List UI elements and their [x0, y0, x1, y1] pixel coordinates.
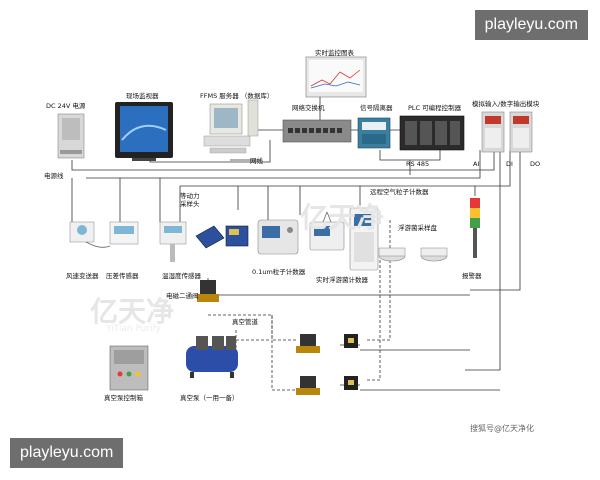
brand-ghost-sub-1: YiTian Purify — [106, 324, 161, 334]
label-temp: 温湿度传感器 — [162, 272, 201, 280]
label-power-line: 电源线 — [44, 172, 64, 180]
label-plc: PLC 可编程控制器 — [408, 104, 462, 112]
label-ai: AI — [473, 160, 480, 168]
label-monitor: 现场监视器 — [126, 92, 159, 100]
label-do: DO — [530, 160, 541, 168]
ffms-server — [203, 99, 259, 154]
label-plate: 浮游菌采样盘 — [398, 224, 437, 232]
label-dc24: DC 24V 电源 — [46, 102, 86, 110]
label-ffms: FFMS 服务器 （数据库） — [200, 92, 274, 100]
small-sensor — [225, 225, 249, 247]
vacuum-pump — [186, 336, 238, 378]
label-chart: 实时监控图表 — [315, 49, 354, 57]
label-vpump: 真空泵（一用一备） — [180, 394, 239, 402]
field-monitor — [115, 102, 173, 161]
plankton-counter — [349, 207, 379, 271]
plc-controller — [399, 115, 465, 151]
dc-power-supply — [57, 113, 85, 159]
site-watermark-bottom: playleyu.com — [10, 438, 124, 468]
label-particle: 0.1um粒子计数器 — [252, 268, 306, 276]
brand-ghost-1: 亿天净 — [90, 295, 175, 328]
signal-lines — [71, 95, 521, 391]
label-plankton: 实时浮游菌计数器 — [316, 276, 368, 284]
vacuum-control-box — [109, 345, 149, 391]
brand-ghost-2: 亿天净 — [300, 201, 385, 234]
label-pressure: 压差传感器 — [106, 272, 139, 280]
network-switch — [282, 119, 352, 143]
solenoid-valve-top — [197, 280, 219, 302]
temp-humidity-sensor — [159, 221, 187, 262]
realtime-chart-screen — [305, 56, 367, 98]
io-modules — [481, 111, 533, 153]
label-rs485: RS 485 — [406, 160, 430, 168]
label-alarm: 报警器 — [462, 272, 482, 280]
isokinetic-probe — [195, 225, 225, 249]
particle-counter — [257, 219, 299, 255]
pressure-sensor — [109, 221, 139, 245]
label-isolator: 信号隔离器 — [360, 104, 393, 112]
signal-isolator — [357, 117, 391, 149]
label-remote-counter: 远程空气粒子计数器 — [370, 188, 429, 196]
label-vc-box: 真空泵控制箱 — [104, 394, 143, 402]
label-wind: 风速变送器 — [66, 272, 99, 280]
label-netline: 网线 — [250, 157, 263, 165]
label-vacpipe: 真空管道 — [232, 318, 258, 326]
label-aio: 模拟输入/数字输出模块 — [472, 100, 540, 108]
valves-lower — [296, 334, 358, 395]
label-valve: 电磁二通阀 — [166, 292, 199, 300]
credit-text: 搜狐号@亿天净化 — [470, 424, 534, 433]
remote-particle-counter — [309, 211, 345, 251]
label-isokinetic: 等动力 采样头 — [180, 192, 200, 208]
label-switch: 网络交换机 — [292, 104, 325, 112]
site-watermark-top: playleyu.com — [474, 10, 588, 40]
wind-speed-transmitter — [69, 221, 111, 248]
sampling-plates — [378, 247, 448, 262]
alarm-tower-light — [470, 198, 480, 258]
label-di: DI — [506, 160, 513, 168]
